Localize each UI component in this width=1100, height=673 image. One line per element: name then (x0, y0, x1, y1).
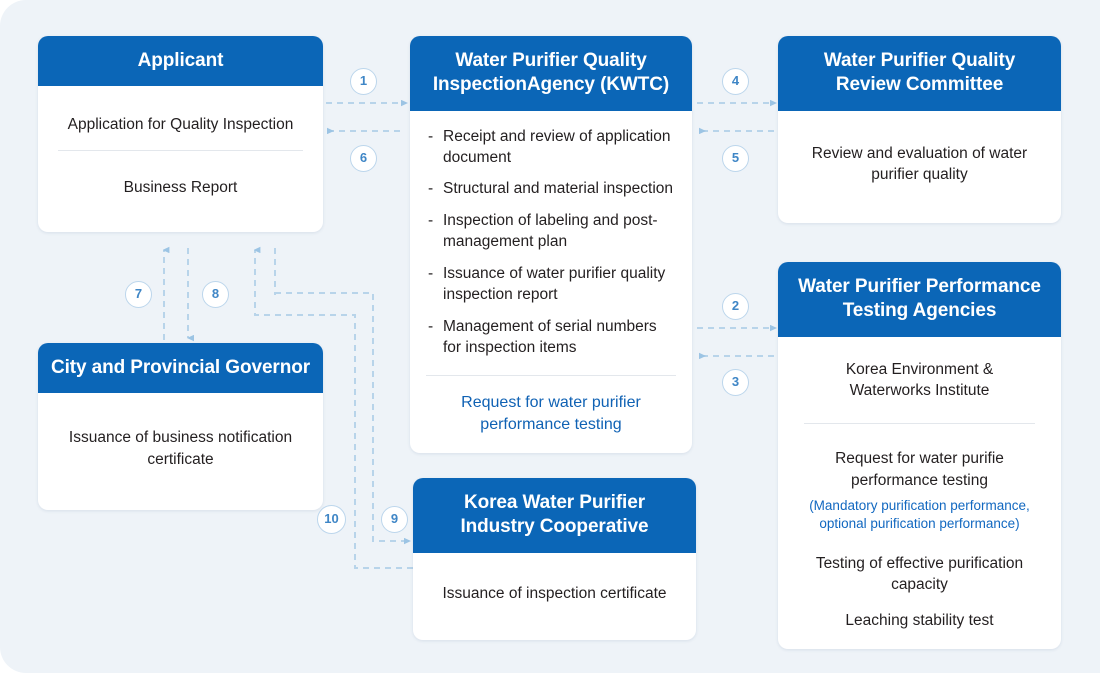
node-review-committee-title: Water Purifier Quality Review Committee (778, 36, 1061, 111)
node-applicant-title: Applicant (38, 36, 323, 87)
step-badge-1: 1 (350, 68, 377, 95)
testing-test-item: Testing of effective purification capaci… (815, 555, 1024, 594)
node-testing-agencies-title-line2: Testing Agencies (842, 300, 997, 322)
node-testing-agencies[interactable]: Water Purifier Performance Testing Agenc… (778, 262, 1061, 650)
node-cooperative-title-line1: Korea Water Purifier (463, 492, 645, 513)
kwtc-divider (426, 374, 676, 376)
kwtc-task-item: Structural and material inspection (426, 179, 676, 200)
applicant-divider (58, 149, 303, 151)
node-cooperative-title-line2: Industry Cooperative (460, 516, 649, 538)
node-governor[interactable]: City and Provincial Governor Issuance of… (38, 343, 323, 511)
step-badge-7: 7 (125, 281, 152, 308)
node-cooperative-title: Korea Water Purifier Industry Cooperativ… (413, 478, 696, 553)
step-badge-8: 8 (202, 281, 229, 308)
node-review-committee[interactable]: Water Purifier Quality Review Committee … (778, 36, 1061, 224)
node-kwtc[interactable]: Water Purifier Quality InspectionAgency … (410, 36, 692, 454)
step-badge-3: 3 (722, 369, 749, 396)
testing-institute-name: Korea Environment & Waterworks Institute (845, 360, 994, 399)
node-review-committee-title-line2: Review Committee (835, 74, 1004, 96)
node-review-committee-body: Review and evaluation of water purifier … (811, 144, 1028, 183)
kwtc-task-item: Issuance of water purifier quality inspe… (426, 264, 676, 306)
node-governor-body: Issuance of business notification certif… (68, 429, 293, 468)
node-kwtc-title-line2: InspectionAgency (KWTC) (432, 74, 670, 96)
testing-divider (804, 423, 1035, 425)
node-kwtc-title: Water Purifier Quality InspectionAgency … (410, 36, 692, 111)
node-applicant[interactable]: Applicant Application for Quality Inspec… (38, 36, 323, 233)
step-badge-10: 10 (317, 505, 346, 534)
applicant-row-application: Application for Quality Inspection (67, 116, 294, 134)
kwtc-task-item: Management of serial numbers for inspect… (426, 317, 676, 359)
node-testing-agencies-title: Water Purifier Performance Testing Agenc… (778, 262, 1061, 337)
kwtc-request-testing-label: Request for water purifier performance t… (461, 393, 641, 433)
node-review-committee-title-line1: Water Purifier Quality (823, 50, 1016, 71)
kwtc-task-item: Inspection of labeling and post-manageme… (426, 211, 676, 253)
node-testing-agencies-title-line1: Water Purifier Performance (798, 276, 1041, 297)
step-badge-6: 6 (350, 145, 377, 172)
applicant-row-business-report: Business Report (123, 178, 238, 196)
step-badge-2: 2 (722, 293, 749, 320)
step-badge-4: 4 (722, 68, 749, 95)
node-cooperative[interactable]: Korea Water Purifier Industry Cooperativ… (413, 478, 696, 640)
node-governor-title: City and Provincial Governor (38, 343, 323, 394)
kwtc-task-item: Receipt and review of application docume… (426, 127, 676, 169)
step-badge-5: 5 (722, 145, 749, 172)
kwtc-task-list: Receipt and review of application docume… (424, 123, 678, 365)
node-cooperative-body: Issuance of inspection certificate (442, 584, 667, 602)
testing-test-item: Leaching stability test (845, 611, 994, 629)
testing-request-note: (Mandatory purification performance, opt… (809, 498, 1030, 532)
step-badge-9: 9 (381, 506, 408, 533)
testing-request-label: Request for water purifie performance te… (835, 450, 1004, 489)
node-kwtc-title-line1: Water Purifier Quality (455, 50, 647, 71)
